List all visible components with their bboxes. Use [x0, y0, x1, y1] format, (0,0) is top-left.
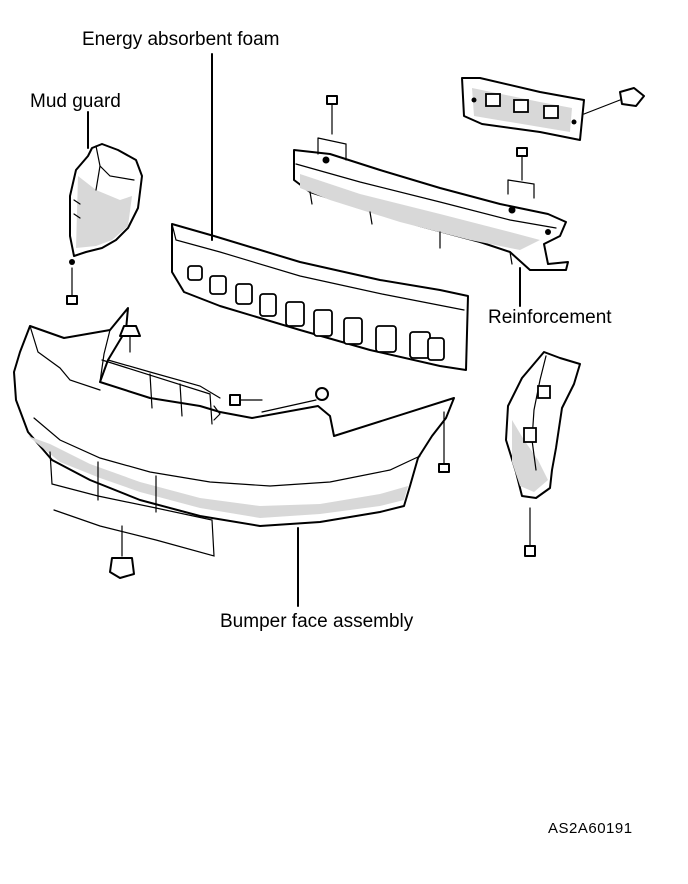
foam-opening	[259, 293, 277, 317]
reinforcement-bolt	[516, 147, 528, 181]
reinforcement-part	[293, 137, 569, 271]
bracket-slot	[485, 93, 501, 107]
foam-opening	[313, 309, 333, 337]
side-bracket-part	[505, 351, 581, 499]
lower-clip	[109, 525, 135, 579]
reinforcement-bolt	[326, 95, 338, 135]
foam-opening	[209, 275, 227, 295]
side-bracket-screw	[524, 507, 536, 557]
foam-opening	[343, 317, 363, 345]
bracket-slot	[537, 385, 551, 399]
mud-guard-screw	[66, 267, 78, 305]
energy-absorbent-foam-label: Energy absorbent foam	[82, 29, 280, 50]
bracket-slot	[523, 427, 537, 443]
figure-code: AS2A60191	[548, 820, 633, 837]
reinforcement-label: Reinforcement	[488, 307, 612, 328]
clip-fastener	[583, 87, 645, 115]
bumper-screw	[438, 411, 450, 473]
foam-opening	[375, 325, 397, 353]
upper-bracket-part	[461, 77, 585, 141]
foam-opening	[235, 283, 253, 305]
foam-opening	[285, 301, 305, 327]
bumper-clip	[119, 325, 141, 353]
foam-opening	[427, 337, 445, 361]
bracket-slot	[513, 99, 529, 113]
bumper-bolt	[229, 394, 263, 406]
mud-guard-label: Mud guard	[30, 91, 121, 112]
energy-absorbent-foam-part	[171, 223, 469, 371]
foam-opening	[187, 265, 203, 281]
bracket-slot	[543, 105, 559, 119]
foam-opening	[409, 331, 431, 359]
mud-guard-part	[69, 143, 143, 265]
bumper-face-assembly-label: Bumper face assembly	[220, 611, 414, 632]
bumper-nut	[261, 387, 329, 413]
